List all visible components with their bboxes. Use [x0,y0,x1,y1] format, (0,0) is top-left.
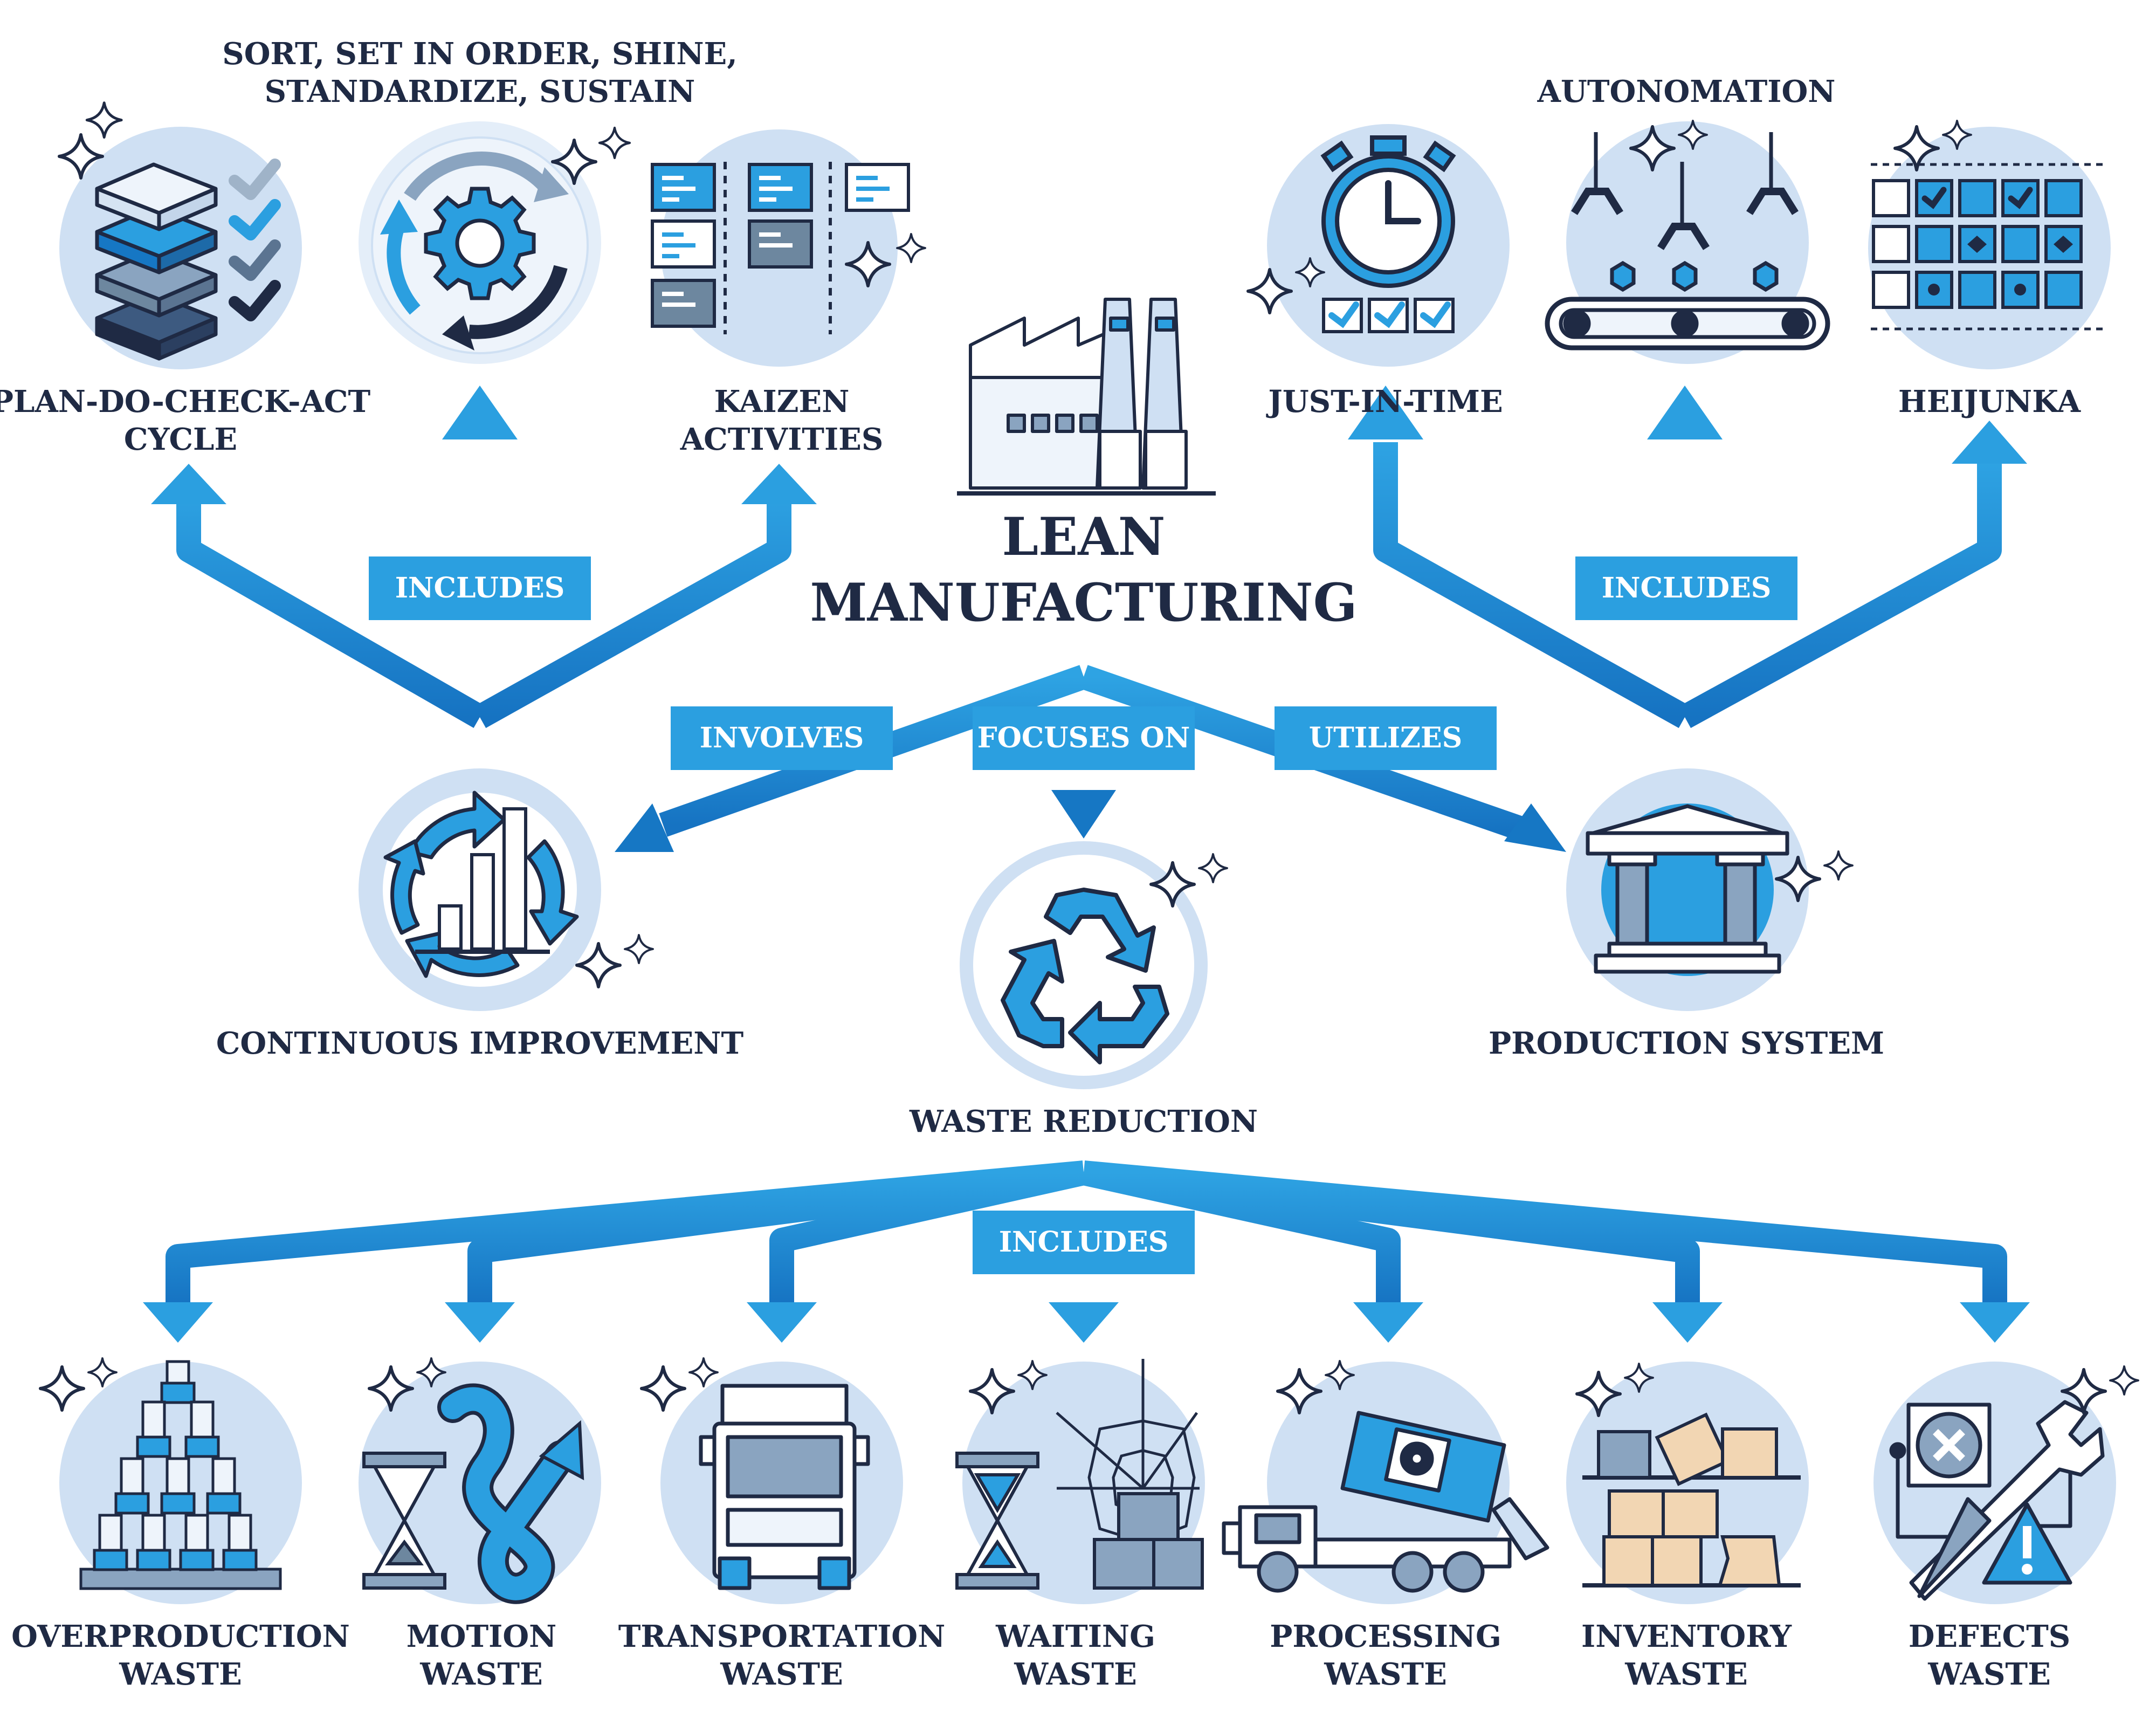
heijunka-schedule-icon [1868,127,2111,369]
relation-tag-focuses-on: FOCUSES ON [973,706,1195,770]
relation-tag-includes: INCLUDES [1575,556,1797,620]
recycle-icon [960,841,1208,1089]
kaizen-board-icon [651,129,910,367]
defects-tools-icon [1873,1362,2116,1604]
production-system-icon [1566,768,1809,1011]
title-line: MANUFACTURING [810,572,1358,633]
relation-tag-involves: INVOLVES [671,706,893,770]
label-kaizen: KAIZEN ACTIVITIES [680,384,884,457]
title-line: LEAN [1002,506,1166,567]
inventory-boxes-icon [1566,1362,1809,1604]
connector-arrows [166,431,2007,1305]
label-autonomation: AUTONOMATION [1537,74,1836,109]
waiting-hourglass-icon [955,1359,1205,1604]
factory-icon [957,298,1216,496]
label-heijunka: HEIJUNKA [1898,384,2081,420]
label-continuous-improvement: CONTINUOUS IMPROVEMENT [216,1026,744,1061]
label-pdca-cycle: PLAN-DO-CHECK-ACT CYCLE [0,384,371,457]
relation-tag-includes: INCLUDES [369,556,591,620]
page-title: LEAN MANUFACTURING [810,504,1357,636]
stopwatch-icon [1267,124,1510,367]
label-five-s: SORT, SET IN ORDER, SHINE, STANDARDIZE, … [222,36,738,109]
truck-icon [660,1362,903,1604]
five-s-gear-icon [359,121,601,364]
motion-path-icon [359,1362,601,1604]
relation-tag-includes: INCLUDES [973,1211,1195,1274]
overproduction-stacks-icon [59,1360,302,1604]
relation-tag-utilizes: UTILIZES [1275,706,1497,770]
label-just-in-time: JUST-IN-TIME [1268,384,1503,420]
arrow-heads [143,386,2030,1343]
label-production-system: PRODUCTION SYSTEM [1489,1026,1884,1061]
dump-truck-icon [1222,1362,1549,1604]
continuous-improvement-icon [359,768,601,1011]
label-waste-reduction: WASTE REDUCTION [909,1104,1258,1139]
pdca-cycle-icon [59,127,302,369]
robot-arms-icon [1545,121,1830,364]
